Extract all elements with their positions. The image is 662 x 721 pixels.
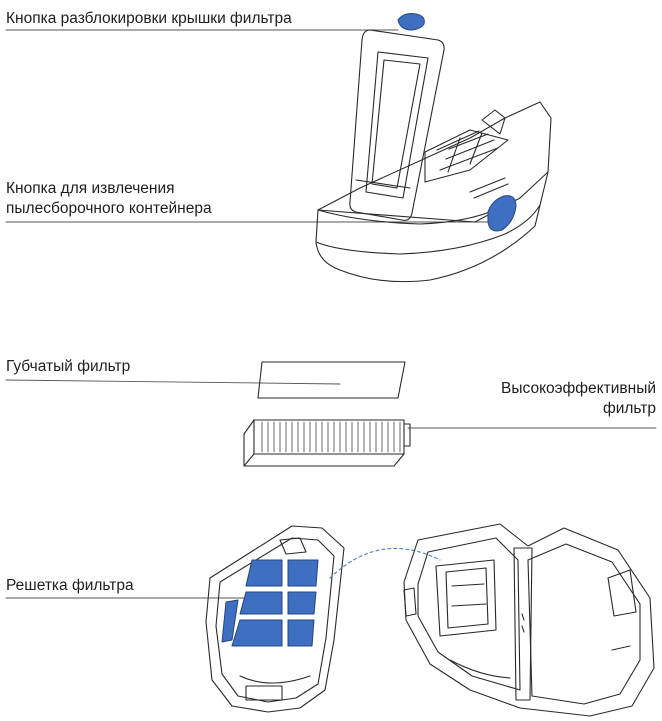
hepa-filter-illustration bbox=[244, 420, 410, 466]
dustbin-illustration bbox=[316, 30, 551, 282]
dashed-hinge-link bbox=[330, 548, 440, 578]
dustbin-release-button bbox=[488, 196, 516, 231]
sponge-filter-illustration bbox=[258, 362, 405, 398]
lid-release-button bbox=[398, 14, 424, 30]
leader-sponge-filter bbox=[6, 380, 340, 384]
dustbin-interior-right-illustration bbox=[404, 524, 654, 716]
filter-grille-blue bbox=[222, 560, 318, 646]
